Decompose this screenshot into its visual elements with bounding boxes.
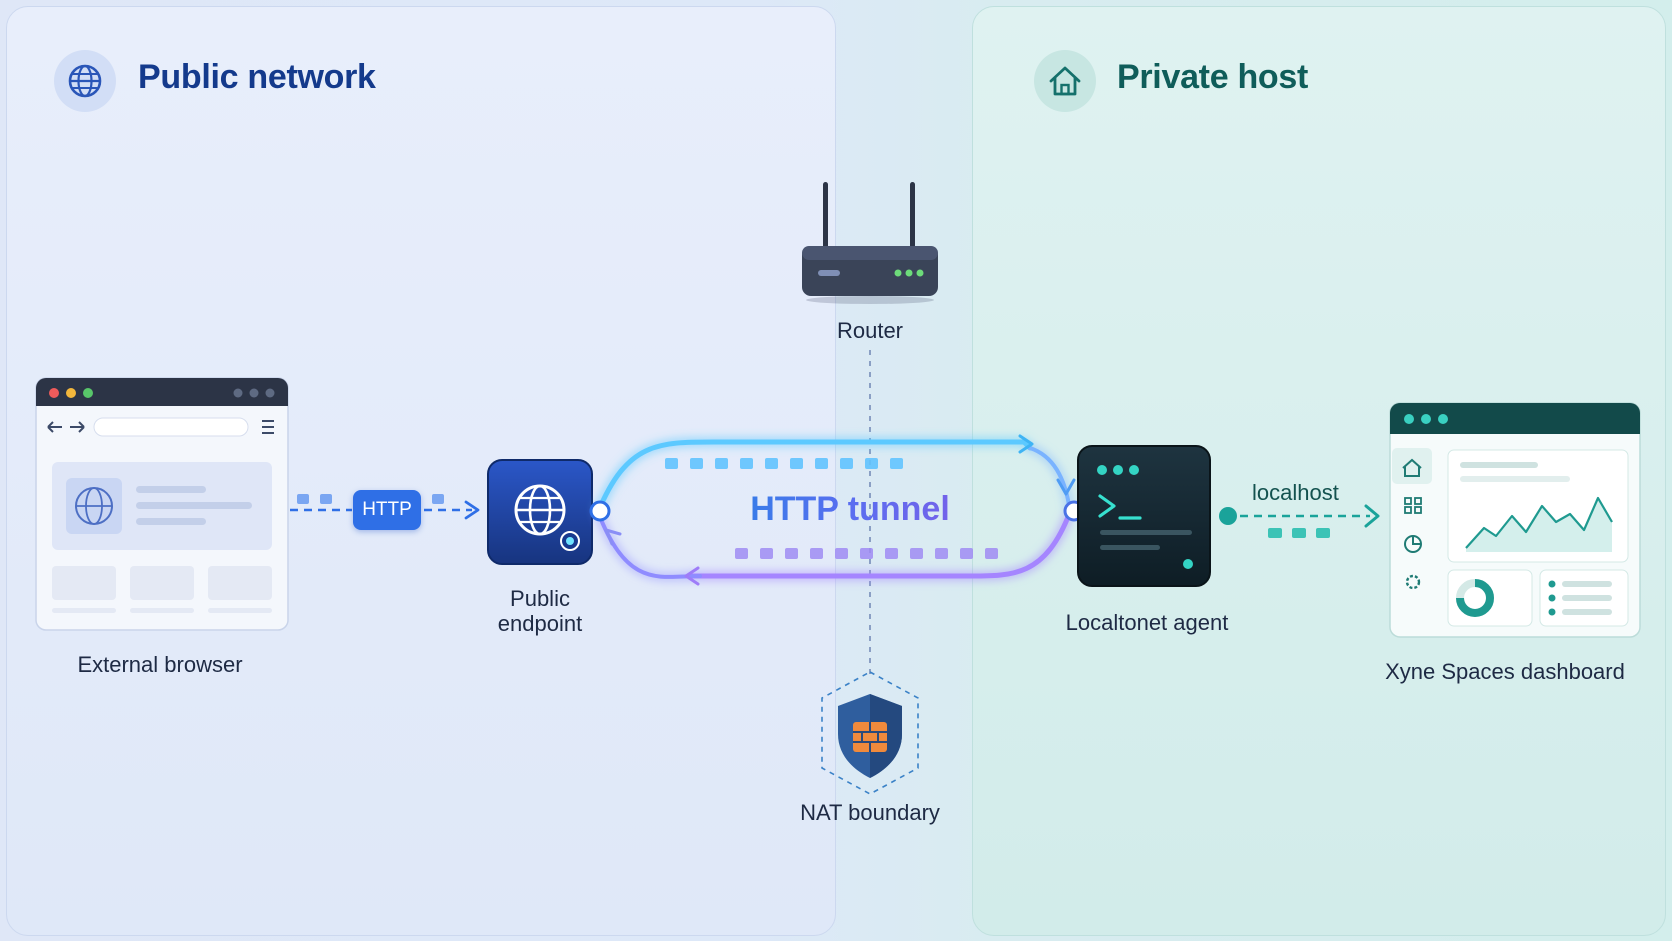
- router-icon: [802, 182, 938, 304]
- tunnel-arrow-right: [1018, 434, 1034, 454]
- http-chip: HTTP: [353, 490, 421, 530]
- dashboard-label: Xyne Spaces dashboard: [1385, 659, 1625, 684]
- terminal-icon: [1077, 445, 1211, 587]
- browser-window-icon: [35, 377, 289, 631]
- http-tunnel-label: HTTP tunnel: [720, 490, 980, 529]
- house-icon: [1034, 50, 1096, 112]
- localhost-label: localhost: [1252, 480, 1339, 505]
- public-network-title: Public network: [138, 58, 376, 96]
- public-endpoint-label: Public endpoint: [497, 586, 583, 636]
- globe-icon: [54, 50, 116, 112]
- tunnel-packets-return: [735, 548, 998, 559]
- tunnel-arrow-left: [684, 566, 700, 586]
- endpoint-tile: [487, 459, 593, 565]
- shield-firewall-icon: [821, 671, 919, 795]
- tunnel-packets: [665, 458, 903, 469]
- nat-boundary-label: NAT boundary: [800, 800, 940, 825]
- tunnel-arrow-up: [604, 528, 622, 546]
- router-label: Router: [836, 318, 904, 343]
- private-host-title: Private host: [1117, 58, 1309, 96]
- tunnel-arrow-down: [1056, 478, 1076, 496]
- dashboard-window-icon: [1389, 402, 1641, 638]
- localhost-edge: [1219, 504, 1380, 538]
- http-edge: [290, 494, 480, 520]
- external-browser-label: External browser: [77, 652, 243, 677]
- localtonet-agent-label: Localtonet agent: [1065, 610, 1229, 635]
- tunnel-node-left: [589, 500, 611, 522]
